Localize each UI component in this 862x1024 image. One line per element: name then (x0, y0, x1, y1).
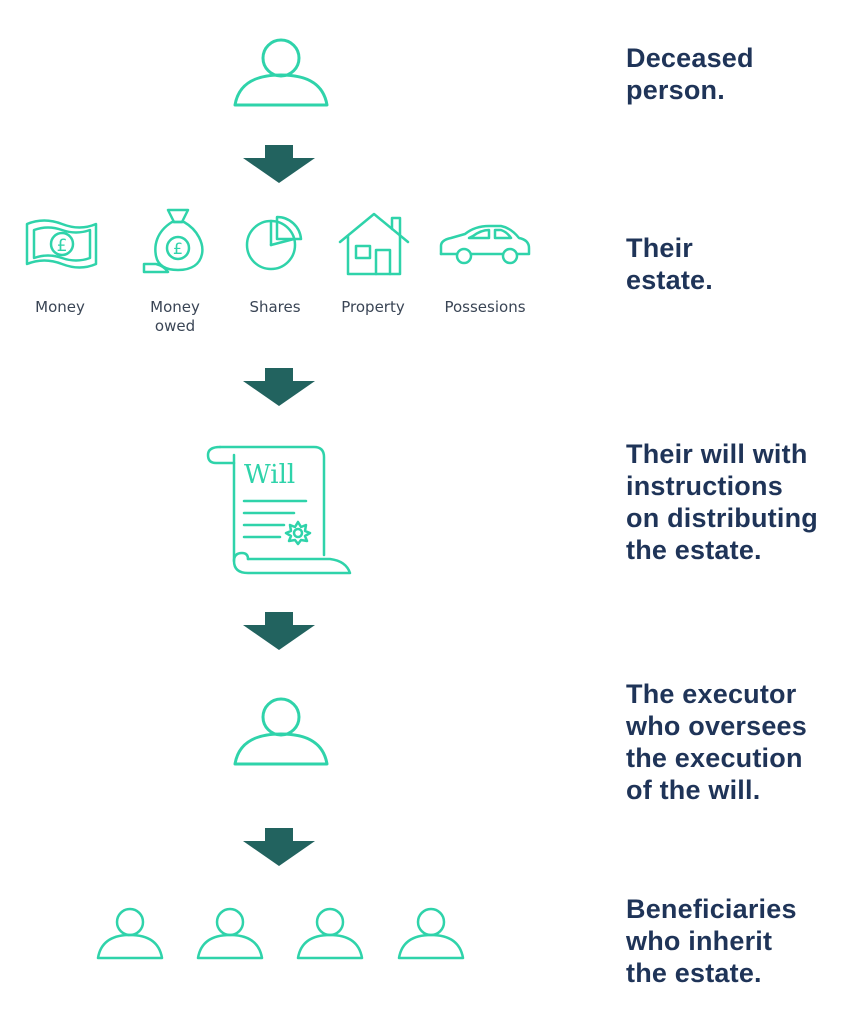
deceased-person-icon (231, 37, 331, 109)
svg-text:Will: Will (244, 460, 295, 490)
step-caption-will: Their will with instructions on distribu… (626, 439, 818, 565)
will-scroll-icon: Will (206, 443, 354, 577)
step-caption-executor: The executor who oversees the execution … (626, 679, 807, 805)
flow-arrow-1 (243, 145, 315, 183)
beneficiary-person-icon (95, 906, 165, 960)
money-bag-icon: £ (142, 206, 210, 278)
beneficiary-person-icon (295, 906, 365, 960)
asset-label-money: Money (35, 298, 85, 316)
step-caption-estate: Their estate. (626, 233, 713, 295)
flow-arrow-2 (243, 368, 315, 406)
step-caption-beneficiaries: Beneficiaries who inherit the estate. (626, 894, 797, 988)
asset-label-money-owed: Money owed (150, 298, 200, 335)
beneficiary-person-icon (195, 906, 265, 960)
pie-chart-icon (245, 215, 305, 271)
flow-arrow-4 (243, 828, 315, 866)
beneficiary-person-icon (396, 906, 466, 960)
step-caption-deceased: Deceased person. (626, 43, 754, 105)
asset-label-possessions: Possesions (444, 298, 526, 316)
svg-text:£: £ (173, 239, 183, 258)
banknote-icon: £ (24, 214, 100, 270)
asset-label-property: Property (341, 298, 405, 316)
flow-arrow-3 (243, 612, 315, 650)
executor-person-icon (231, 696, 331, 768)
asset-label-shares: Shares (249, 298, 301, 316)
house-icon (338, 212, 410, 276)
svg-text:£: £ (57, 236, 68, 256)
car-icon (437, 222, 533, 270)
